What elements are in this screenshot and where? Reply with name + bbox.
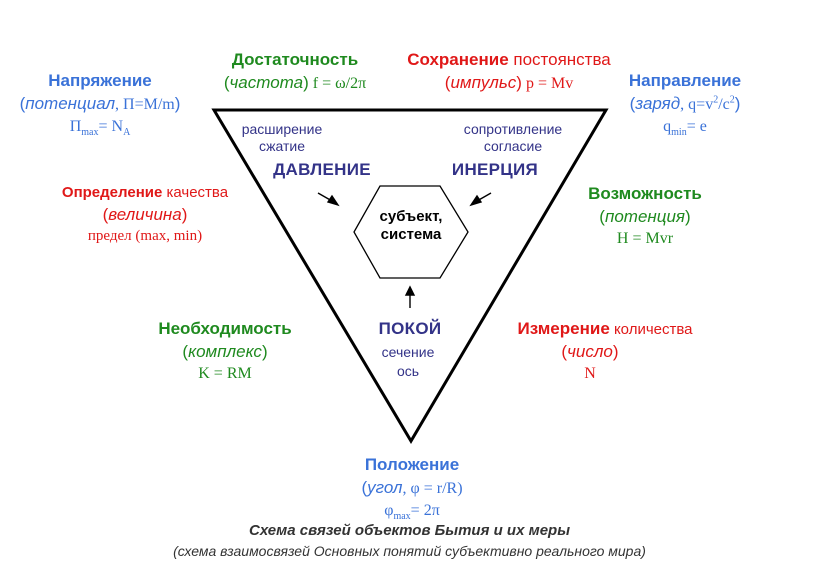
node-measurement-title: Измерение количества: [517, 319, 693, 338]
center-label: субъект, система: [356, 209, 466, 242]
node-sufficiency-subtitle: (частота) f = ω/2π: [223, 73, 367, 92]
node-position-title: Положение: [364, 455, 460, 474]
inner-pressure-line1: расширение: [241, 121, 323, 137]
inner-rest: сечение ось: [358, 345, 458, 378]
node-possibility-formula: H = Mvr: [616, 230, 674, 247]
node-direction-formula: qmin= e: [663, 118, 707, 139]
inner-rest-line2: ось: [396, 363, 420, 379]
inner-inertia: сопротивление согласие: [448, 122, 578, 153]
center-hexagon: [353, 185, 469, 279]
node-direction: Направление (заряд, q=v2/c2) qmin= e: [600, 72, 770, 138]
node-sufficiency-title: Достаточность: [231, 50, 359, 69]
node-possibility-title: Возможность: [588, 184, 702, 203]
node-definition: Определение качества (величина) предел (…: [40, 185, 250, 244]
center-line2: система: [380, 226, 442, 243]
node-possibility-subtitle: (потенция): [599, 207, 691, 226]
inner-inertia-title: ИНЕРЦИЯ: [451, 160, 539, 179]
node-necessity-formula: K = RM: [198, 365, 252, 382]
node-measurement-formula: N: [584, 365, 596, 382]
node-sufficiency: Достаточность (частота) f = ω/2π: [195, 51, 395, 92]
node-direction-subtitle: (заряд, q=v2/c2): [629, 94, 741, 113]
node-definition-subtitle: (величина): [102, 205, 188, 224]
node-measurement-subtitle: (число): [561, 342, 619, 361]
inner-pressure-title: ДАВЛЕНИЕ: [273, 160, 371, 179]
node-tension: Напряжение (потенциал, П=М/m) Пmax= NA: [10, 72, 190, 138]
node-tension-title: Напряжение: [48, 71, 152, 90]
node-definition-formula: предел (max, min): [87, 228, 203, 244]
node-measurement: Измерение количества (число) N: [495, 320, 715, 382]
node-direction-title: Направление: [628, 71, 742, 90]
node-position-subtitle: (угол, φ = r/R): [361, 478, 463, 497]
inner-rest-title: ПОКОЙ: [378, 319, 442, 338]
node-necessity-title: Необходимость: [158, 319, 292, 338]
inner-pressure: расширение сжатие: [222, 122, 342, 153]
node-possibility: Возможность (потенция) H = Mvr: [565, 185, 725, 247]
triangle: [211, 108, 609, 444]
node-definition-title: Определение качества: [61, 184, 229, 201]
node-conservation-title: Сохранение постоянства: [407, 50, 611, 69]
center-line1: субъект,: [379, 208, 443, 225]
node-necessity: Необходимость (комплекс) K = RM: [135, 320, 315, 382]
inner-pressure-line2: сжатие: [258, 138, 306, 154]
node-position-formula: φmax= 2π: [384, 502, 440, 523]
inner-inertia-line1: сопротивление: [463, 121, 563, 137]
node-conservation-subtitle: (импульс) p = Mv: [444, 73, 574, 92]
node-tension-formula: Пmax= NA: [69, 118, 131, 139]
arrow-from-rest: [404, 285, 416, 308]
arrow-from-inertia: [469, 192, 492, 207]
node-tension-subtitle: (потенциал, П=М/m): [19, 94, 181, 113]
caption-title: Схема связей объектов Бытия и их меры: [248, 522, 571, 539]
node-conservation: Сохранение постоянства (импульс) p = Mv: [404, 51, 614, 92]
node-necessity-subtitle: (комплекс): [182, 342, 268, 361]
caption-subtitle: (схема взаимосвязей Основных понятий суб…: [173, 543, 646, 559]
arrow-from-pressure: [317, 192, 340, 207]
inner-rest-line1: сечение: [381, 344, 435, 360]
inner-inertia-line2: согласие: [483, 138, 543, 154]
node-position: Положение (угол, φ = r/R) φmax= 2π: [322, 456, 502, 522]
